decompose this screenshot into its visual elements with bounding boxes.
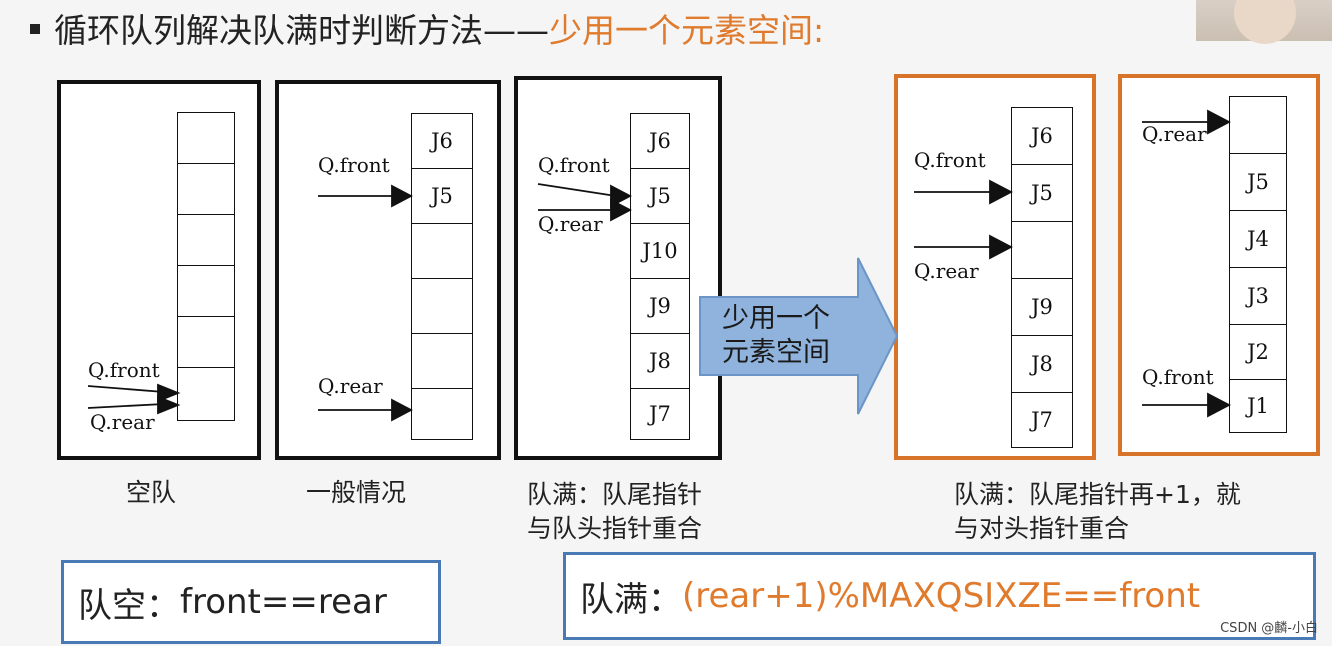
arrowhead-icon (989, 179, 1013, 205)
queue-cell: J5 (411, 168, 473, 224)
caption-line: 与对头指针重合 (954, 514, 1130, 543)
full-condition-prefix: 队满： (580, 579, 682, 620)
full-condition-box: 队满：(rear+1)%MAXQSIXZE==front (563, 552, 1316, 640)
queue-cell: J5 (1229, 153, 1287, 211)
arrowhead-icon (157, 395, 181, 415)
queue-cell: J8 (1011, 335, 1073, 393)
front-pointer-arrow (537, 183, 617, 197)
front-pointer-arrow (87, 385, 165, 393)
caption-line: 队满：队尾指针再+1，就 (954, 480, 1241, 509)
caption-waste-slot: 队满：队尾指针再+1，就 与对头指针重合 (954, 478, 1241, 546)
queue-cell (177, 214, 235, 266)
rear-pointer-label: Q.rear (1142, 122, 1207, 146)
queue-cell (1011, 221, 1073, 279)
rear-pointer-label: Q.rear (914, 259, 979, 283)
queue-cell: J6 (630, 113, 690, 169)
rear-pointer-label: Q.rear (90, 410, 155, 434)
transition-arrow-icon (699, 257, 899, 415)
caption-normal-queue: 一般情况 (306, 478, 407, 507)
empty-condition-prefix: 队空： (78, 585, 180, 626)
front-pointer-label: Q.front (1142, 365, 1214, 389)
webcam-thumbnail (1196, 0, 1332, 44)
queue-cell: J6 (411, 113, 473, 169)
empty-condition-formula: front==rear (180, 582, 387, 622)
transition-label-line: 元素空间 (722, 337, 830, 368)
front-pointer-label: Q.front (318, 153, 390, 177)
rear-pointer-label: Q.rear (538, 212, 603, 236)
arrowhead-icon (391, 398, 413, 422)
queue-cell: J7 (630, 388, 690, 440)
arrowhead-icon (989, 234, 1013, 260)
title-main: 循环队列解决队满时判断方法—— (54, 11, 549, 50)
bullet-icon (30, 23, 40, 34)
queue-cell: J4 (1229, 210, 1287, 268)
slide-title: 循环队列解决队满时判断方法——少用一个元素空间: (30, 8, 824, 54)
full-condition-formula: (rear+1)%MAXQSIXZE==front (682, 576, 1201, 616)
transition-label-line: 少用一个 (722, 303, 830, 334)
queue-cell: J9 (1011, 278, 1073, 336)
queue-cell: J2 (1229, 324, 1287, 380)
queue-cell (411, 388, 473, 440)
front-pointer-label: Q.front (914, 148, 986, 172)
queue-cell (411, 223, 473, 279)
front-pointer-label: Q.front (538, 153, 610, 177)
caption-line: 与队头指针重合 (527, 514, 703, 543)
queue-cell: J10 (630, 223, 690, 279)
transition-arrow-label: 少用一个 元素空间 (722, 302, 862, 370)
arrowhead-icon (1207, 109, 1231, 135)
arrowhead-icon (157, 383, 181, 403)
queue-cell (1229, 96, 1287, 154)
queue-cell: J6 (1011, 107, 1073, 165)
caption-full-queue: 队满：队尾指针 与队头指针重合 (527, 478, 702, 546)
empty-condition-box: 队空：front==rear (61, 560, 441, 644)
arrowhead-icon (610, 184, 632, 208)
queue-cell (177, 112, 235, 164)
caption-empty-queue: 空队 (126, 478, 177, 507)
queue-cell: J1 (1229, 379, 1287, 433)
queue-cell (411, 278, 473, 334)
queue-cell: J8 (630, 333, 690, 389)
title-accent: 少用一个元素空间: (549, 11, 825, 50)
rear-pointer-arrow (87, 403, 165, 409)
queue-cell: J7 (1011, 392, 1073, 448)
caption-line: 队满：队尾指针 (527, 480, 703, 509)
arrowhead-icon (610, 198, 632, 222)
front-pointer-label: Q.front (88, 358, 160, 382)
queue-cell: J5 (1011, 164, 1073, 222)
rear-pointer-label: Q.rear (318, 374, 383, 398)
queue-cell (177, 367, 235, 421)
arrowhead-icon (1207, 392, 1231, 418)
arrowhead-icon (391, 184, 413, 208)
watermark: CSDN @麟-小白 (1220, 621, 1318, 636)
queue-cell (411, 333, 473, 389)
queue-cell: J9 (630, 278, 690, 334)
